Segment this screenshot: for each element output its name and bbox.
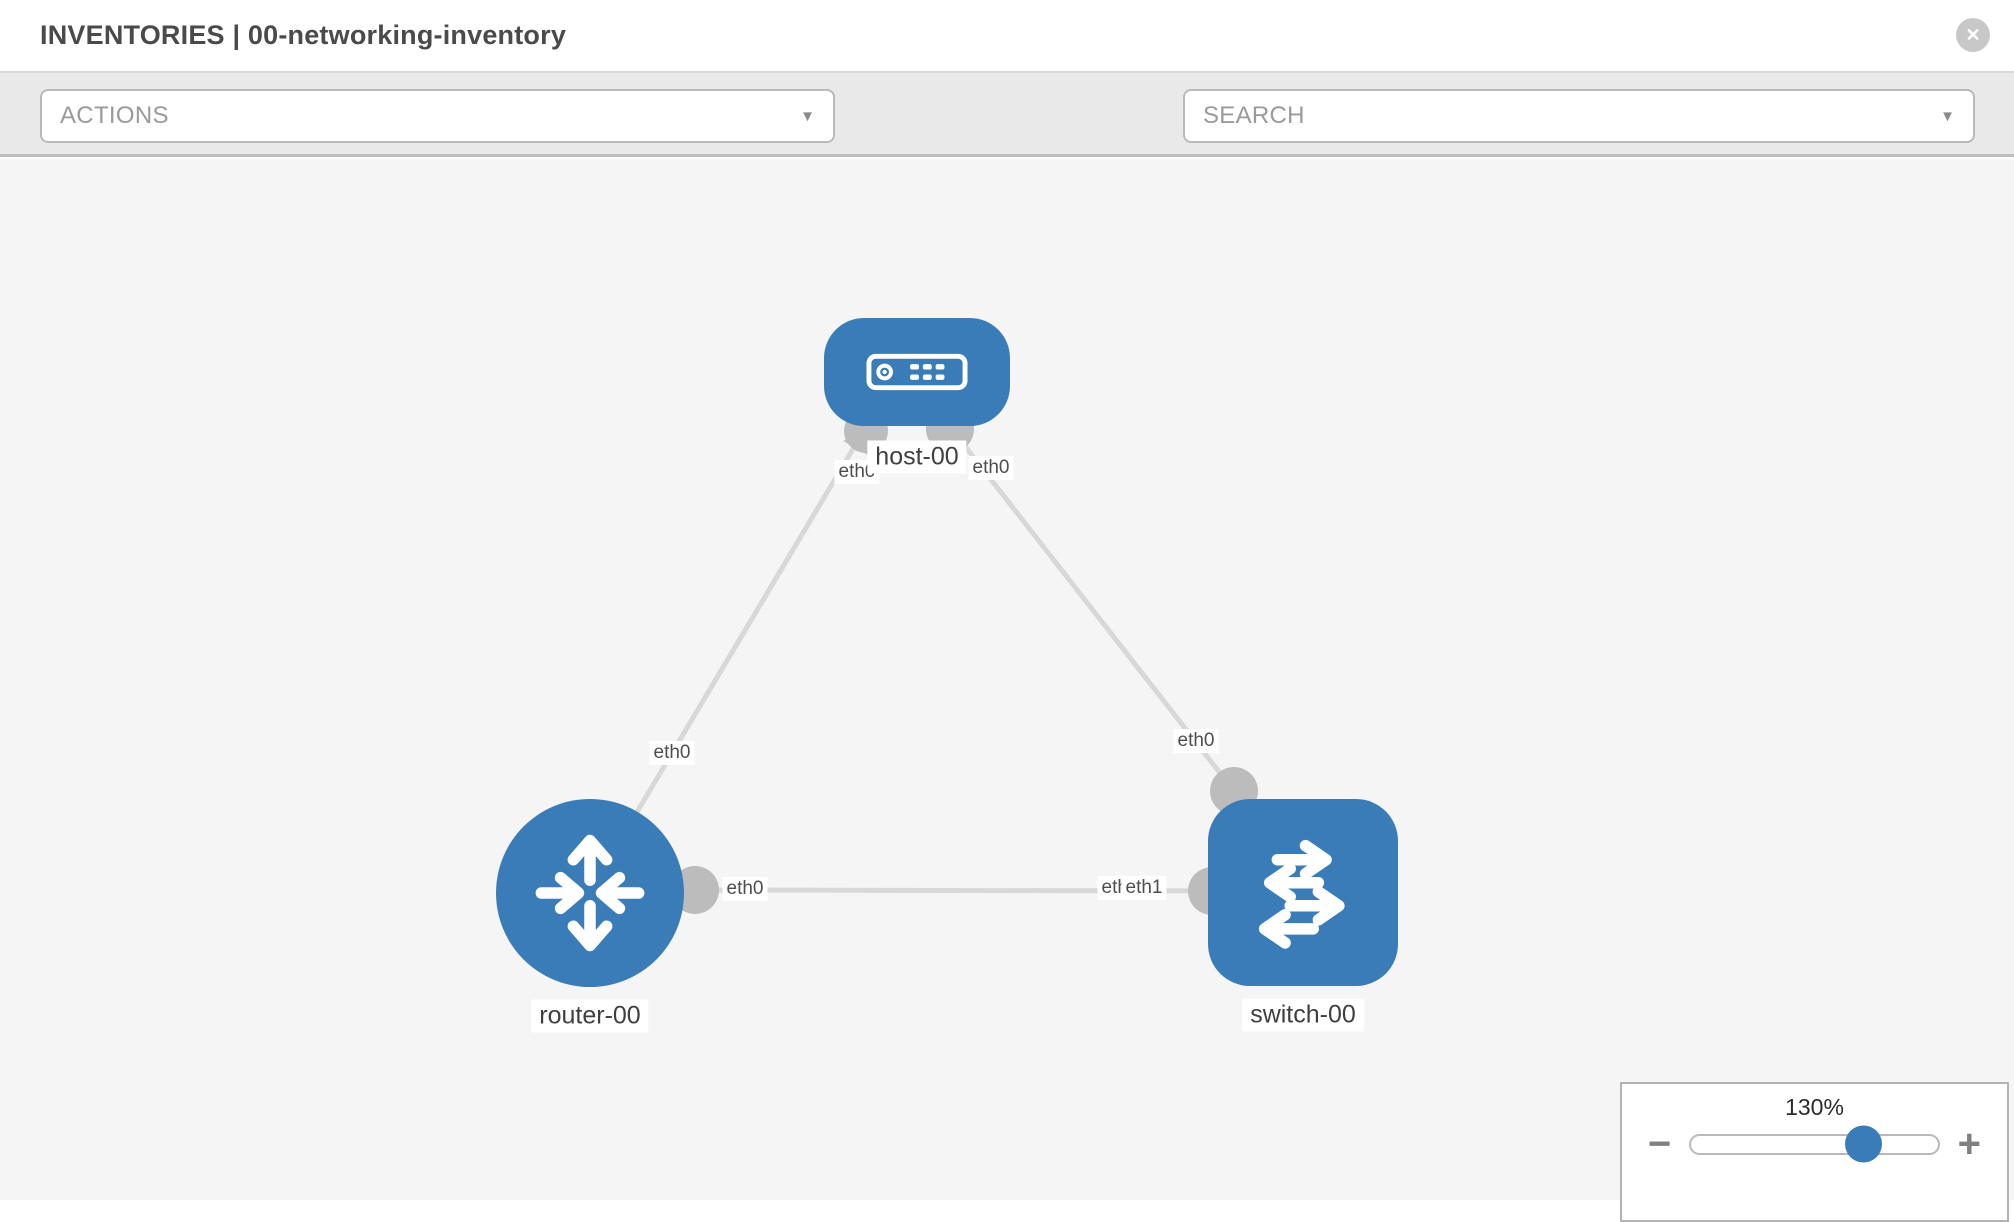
node-label-router: router-00: [531, 999, 649, 1033]
node-label-switch: switch-00: [1242, 998, 1364, 1032]
interface-label: eth1: [1121, 876, 1167, 900]
zoom-out-button[interactable]: −: [1648, 1122, 1672, 1166]
close-icon: ✕: [1965, 24, 1981, 45]
zoom-slider-track[interactable]: [1689, 1125, 1940, 1163]
zoom-panel: 130% − +: [1620, 1082, 2009, 1222]
interface-label: eth0: [649, 741, 695, 765]
chevron-down-icon: ▼: [800, 107, 815, 125]
topology-canvas[interactable]: host-00 router-00 switch-00 eth0 eth0 et…: [0, 159, 2014, 1200]
search-dropdown[interactable]: SEARCH ▼: [1183, 89, 1975, 143]
link-router-switch: [694, 887, 1261, 894]
chevron-down-icon: ▼: [1940, 107, 1955, 125]
actions-dropdown-label: ACTIONS: [60, 102, 169, 129]
interface-label: eth0: [722, 877, 768, 901]
page-title: INVENTORIES | 00-networking-inventory: [40, 20, 567, 50]
toolbar: ACTIONS ▼ SEARCH ▼: [0, 73, 2014, 207]
node-switch-00[interactable]: [1208, 799, 1398, 986]
interface-label: eth0: [968, 456, 1014, 480]
zoom-level-value: 130%: [1785, 1094, 1844, 1120]
zoom-in-button[interactable]: +: [1957, 1122, 1981, 1166]
search-dropdown-label: SEARCH: [1203, 102, 1305, 129]
switch-icon: [1258, 839, 1345, 949]
router-icon: [535, 834, 645, 952]
close-button[interactable]: ✕: [1956, 18, 1990, 52]
zoom-slider-thumb[interactable]: [1845, 1125, 1883, 1163]
actions-dropdown[interactable]: ACTIONS ▼: [40, 89, 835, 143]
header: INVENTORIES | 00-networking-inventory ✕: [0, 0, 2014, 73]
interface-label: eth0: [1173, 729, 1219, 753]
node-router-00[interactable]: [496, 799, 684, 987]
host-icon: [866, 353, 968, 391]
node-host-00[interactable]: [824, 318, 1010, 426]
node-label-host: host-00: [867, 440, 967, 474]
links-layer: [587, 405, 1261, 915]
